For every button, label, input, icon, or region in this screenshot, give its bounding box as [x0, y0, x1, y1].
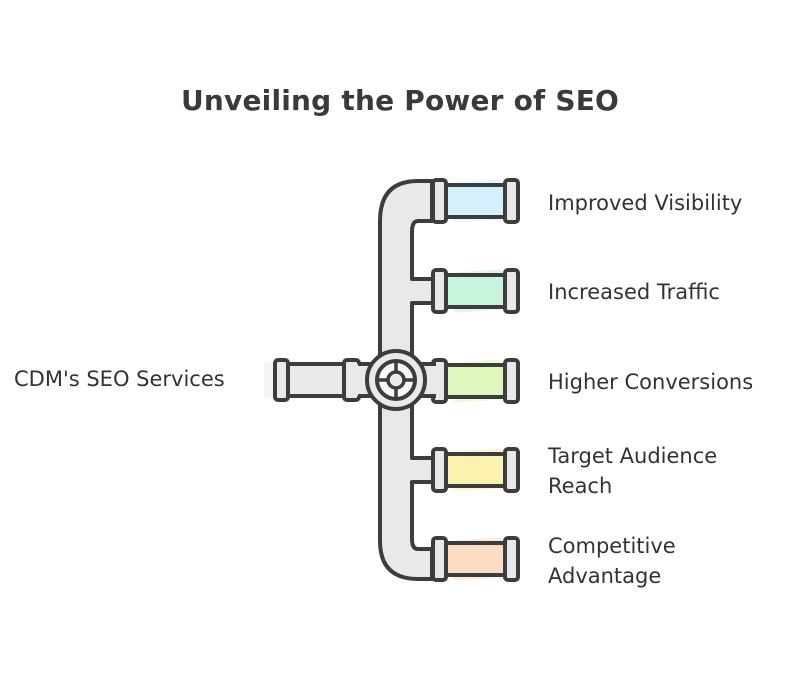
outcome-label-competitive: Competitive Advantage: [548, 534, 676, 588]
flange-right-audience: [503, 447, 520, 493]
outcome-label-conversions: Higher Conversions: [548, 370, 754, 394]
diagram-title: Unveiling the Power of SEO: [180, 84, 620, 117]
flange-left-traffic: [431, 268, 448, 314]
outcome-label-traffic: Increased Traffic: [548, 280, 720, 304]
flange-right-conversions: [503, 358, 520, 404]
tube-audience: [444, 452, 508, 488]
flange-right-visibility: [503, 178, 520, 224]
valve-hub: [386, 370, 406, 390]
source-label: CDM's SEO Services: [14, 367, 225, 391]
outcome-label-visibility: Improved Visibility: [548, 191, 743, 215]
tube-competitive: [444, 541, 508, 577]
valve-connector-edge: [358, 362, 436, 398]
input-pipe: [264, 358, 361, 402]
valve-spokes: [375, 359, 417, 401]
flange-left-audience: [431, 447, 448, 493]
input-flange-left: [273, 358, 290, 402]
tube-visibility: [444, 183, 508, 219]
flange-left-visibility: [431, 178, 448, 224]
flange-left-competitive: [431, 536, 448, 582]
tube-conversions: [444, 363, 508, 399]
flange-right-competitive: [503, 536, 520, 582]
valve-icon: [356, 349, 436, 411]
input-pipe-tube: [282, 362, 348, 398]
tube-traffic: [444, 273, 508, 309]
outcome-branches: [410, 178, 520, 582]
flange-right-traffic: [503, 268, 520, 314]
outcome-label-audience: Target Audience Reach: [548, 444, 718, 498]
